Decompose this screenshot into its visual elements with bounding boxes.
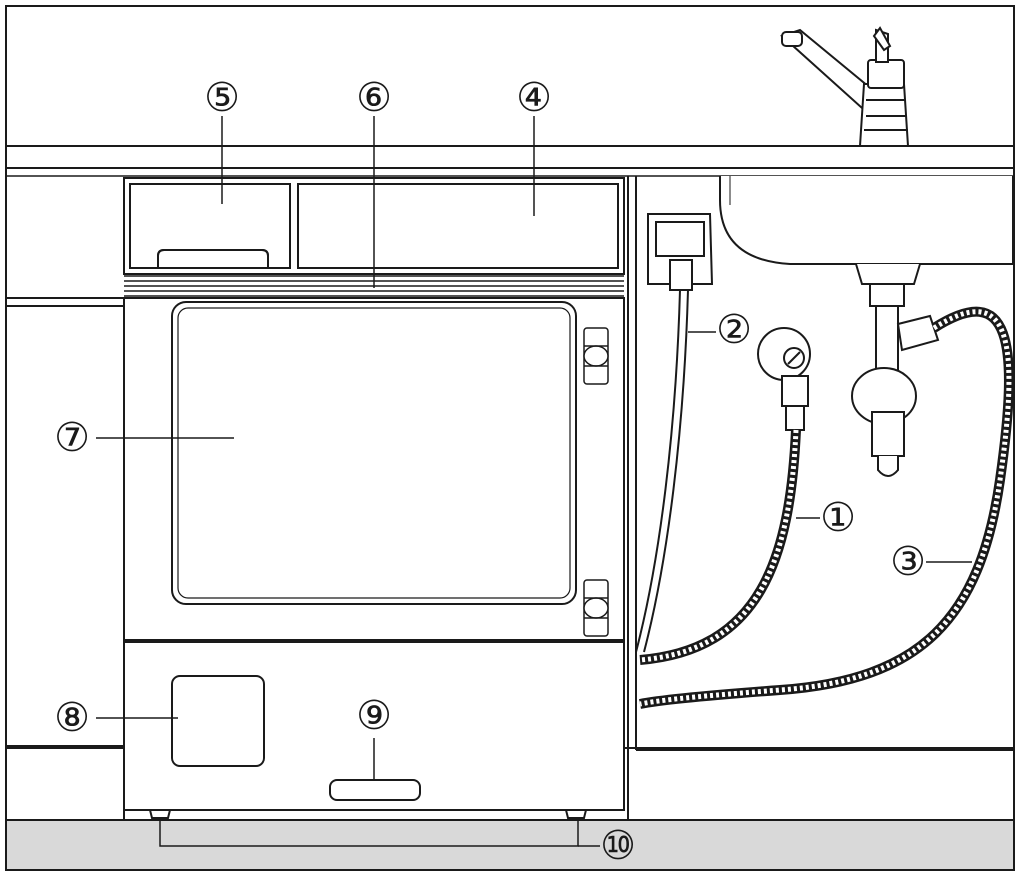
drain-hose-texture	[639, 309, 1012, 707]
callout-10: ⑩	[600, 824, 636, 868]
callout-5: ⑤	[204, 76, 240, 120]
callout-2: ②	[716, 308, 752, 352]
door-hinge-top	[583, 327, 609, 385]
right-cabinet	[624, 176, 1013, 820]
callout-6: ⑥	[356, 76, 392, 120]
faucet	[780, 26, 910, 147]
water-tap	[757, 327, 811, 431]
callout-9: ⑨	[356, 694, 392, 738]
callouts: ① ② ③ ④ ⑤ ⑥ ⑦ ⑧ ⑨ ⑩	[54, 76, 926, 868]
power-cable	[635, 289, 681, 653]
callout-4: ④	[516, 76, 552, 120]
callout-3: ③	[890, 540, 926, 584]
inlet-hose-texture	[639, 429, 799, 663]
electrical-socket	[647, 213, 714, 291]
panel-compartment	[297, 183, 619, 269]
control-panel-compartment	[129, 183, 291, 269]
drain-siphon	[851, 263, 940, 477]
appliance-door	[123, 297, 625, 641]
callout-8: ⑧	[54, 696, 90, 740]
sink-basin	[719, 176, 1014, 265]
panel-handle	[157, 249, 269, 268]
appliance-base	[123, 641, 625, 811]
adjustable-feet	[148, 809, 588, 819]
leader-lines	[96, 116, 972, 847]
callout-7: ⑦	[54, 416, 90, 460]
service-panel	[171, 675, 265, 767]
base-handle	[329, 779, 421, 801]
power-cable-edge	[643, 289, 689, 653]
callout-1: ①	[820, 496, 856, 540]
door-hinge-bottom	[583, 579, 609, 637]
floor	[7, 820, 1013, 869]
